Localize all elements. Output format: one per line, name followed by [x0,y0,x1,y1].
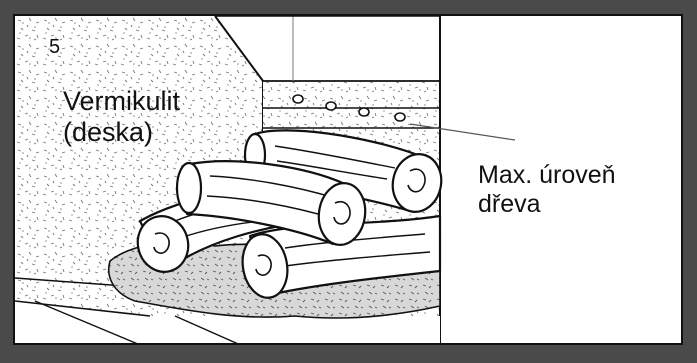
vermiculite-label-line1: Vermikulit [63,86,180,117]
max-level-line1: Max. úroveň [478,161,616,190]
max-wood-level-label: Max. úroveň dřeva [478,161,616,219]
illustration-panel: 5 Vermikulit (deska) Max. úroveň dřeva [13,14,683,345]
air-hole [395,113,405,121]
air-hole [293,95,303,103]
max-level-line2: dřeva [478,190,616,219]
vermiculite-label: Vermikulit (deska) [63,86,180,148]
vermiculite-label-line2: (deska) [63,117,180,148]
air-hole [359,108,369,116]
air-hole [326,102,336,110]
step-number: 5 [49,36,60,59]
